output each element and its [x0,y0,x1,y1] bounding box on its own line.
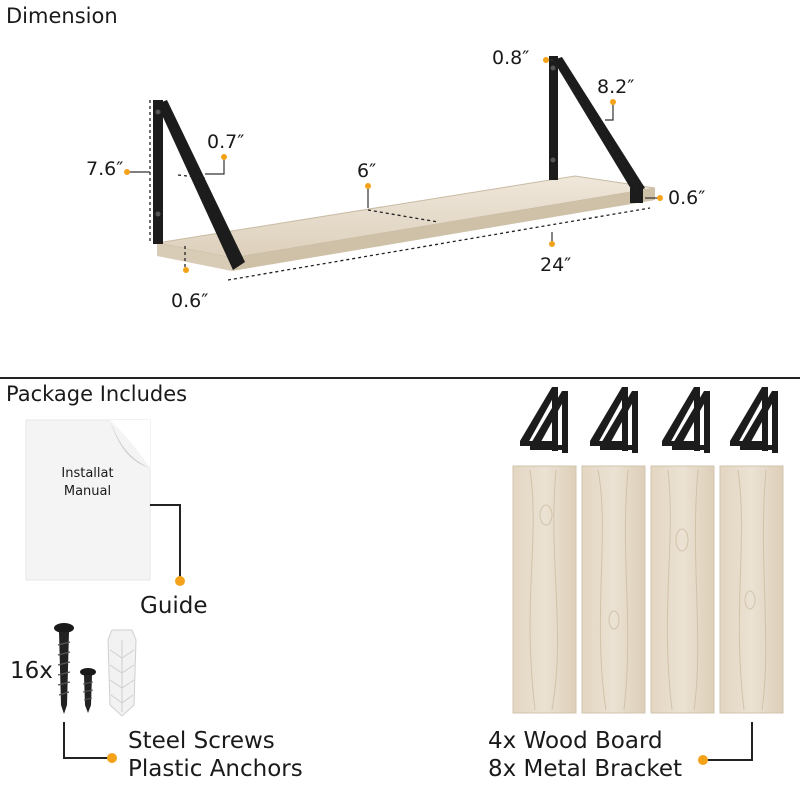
wood-board [719,465,784,714]
left-bracket-screw [155,109,161,115]
dim-bracket-width: 0.7″ [207,131,245,153]
boards-line-2: 8x Metal Bracket [488,756,683,782]
right-bracket-foot [630,188,643,203]
dimension-leaders [128,59,660,245]
screws-leader [63,722,110,759]
dim-depth: 6″ [357,160,377,182]
screws-dot [107,753,117,763]
guide-label: Guide [140,593,208,619]
boards-label: 4x Wood Board 8x Metal Bracket [488,727,682,783]
manual-line-2: Manual [63,484,112,499]
wood-board [512,465,577,714]
screws-line-2: Plastic Anchors [128,756,303,782]
guide-dot [175,576,185,586]
package-heading: Package Includes [6,382,188,406]
short-screw [80,668,96,713]
guide-leader [150,504,181,580]
dim-length: 24″ [540,254,572,276]
right-bracket-screw [550,65,556,71]
left-bracket-strap [157,100,245,270]
screws-label: Steel Screws Plastic Anchors [128,727,303,783]
right-bracket-screw [550,157,556,163]
boards-dot [698,755,708,765]
dim-top-width: 0.8″ [492,47,530,69]
boards-leader [705,722,753,761]
shelf-board-edge [232,188,655,271]
dim-end-thickness: 0.6″ [668,187,706,209]
metal-bracket-group [520,387,778,453]
wood-board [650,465,715,714]
dimension-dots [124,57,663,273]
manual-line-1: Installat [61,466,114,481]
left-bracket-screw [155,211,161,217]
dimension-heading: Dimension [6,4,118,28]
dim-bracket-length: 8.2″ [597,76,635,98]
dim-total-height: 7.6″ [86,158,124,180]
section-divider [0,377,800,379]
manual-title: Installat Manual [40,465,135,501]
long-screw [54,623,74,714]
manual-booklet [25,419,151,581]
screw-count: 16x [10,658,53,684]
wood-board [581,465,646,714]
boards-line-1: 4x Wood Board [488,728,663,754]
shelf-assembly [153,56,656,271]
shelf-board-front [157,243,232,271]
screws-line-1: Steel Screws [128,728,275,754]
right-bracket-upright [549,56,558,180]
wood-board-group [512,465,784,714]
dim-board-thickness: 0.6″ [171,290,209,312]
left-bracket-upright [153,100,163,244]
right-bracket-strap [553,57,645,194]
plastic-anchor [107,629,137,717]
